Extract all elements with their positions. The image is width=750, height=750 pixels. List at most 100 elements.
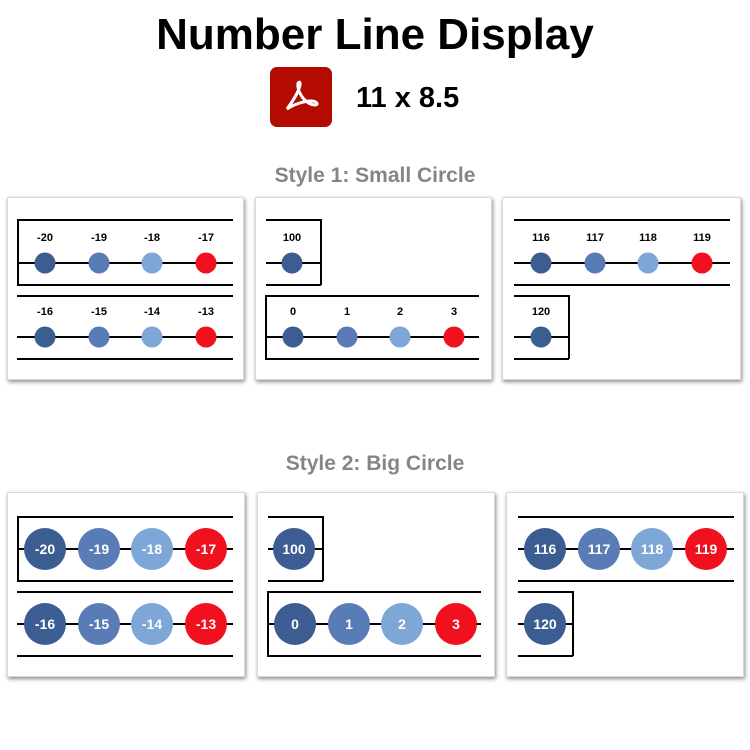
number-circle: [691, 252, 713, 274]
line: [267, 623, 481, 625]
number-circle: 119: [685, 528, 727, 570]
number-label: 116: [532, 232, 550, 244]
number-circle: -19: [78, 528, 120, 570]
line: [17, 655, 233, 657]
style-2-preview-3[interactable]: 116 117 118 119 120: [506, 492, 744, 677]
style-1-preview-3[interactable]: 116 117 118 119 120: [502, 197, 741, 380]
number-circle: [637, 252, 659, 274]
line: [265, 295, 479, 297]
line: [322, 516, 324, 581]
number-circle: 118: [631, 528, 673, 570]
line: [268, 580, 323, 582]
number-circle: [443, 326, 465, 348]
number-label: 100: [282, 232, 302, 244]
number-circle: 117: [578, 528, 620, 570]
number-circle: -16: [24, 603, 66, 645]
number-label: 119: [693, 232, 711, 244]
number-circle: -18: [131, 528, 173, 570]
pdf-icon: [270, 67, 332, 127]
number-circle: [88, 326, 110, 348]
number-circle: [336, 326, 358, 348]
number-circle: 2: [381, 603, 423, 645]
number-label: -14: [144, 306, 160, 318]
number-circle: [389, 326, 411, 348]
number-circle: -15: [78, 603, 120, 645]
line: [518, 580, 734, 582]
line: [267, 655, 481, 657]
number-circle: 1: [328, 603, 370, 645]
format-size: 11 x 8.5: [356, 82, 460, 114]
line: [518, 655, 573, 657]
number-circle: [281, 252, 303, 274]
line: [518, 516, 734, 518]
number-label: 2: [396, 306, 404, 318]
number-label: -18: [144, 232, 160, 244]
number-circle: 116: [524, 528, 566, 570]
number-circle: 3: [435, 603, 477, 645]
number-circle: [584, 252, 606, 274]
line: [17, 284, 233, 286]
line: [17, 295, 233, 297]
number-circle: [530, 326, 552, 348]
number-label: -15: [91, 306, 107, 318]
number-circle: -17: [185, 528, 227, 570]
number-circle: [195, 252, 217, 274]
number-label: -20: [37, 232, 53, 244]
page-title: Number Line Display: [156, 10, 594, 59]
line: [518, 591, 573, 593]
number-circle: [34, 326, 56, 348]
number-label: 1: [343, 306, 351, 318]
line: [265, 295, 267, 359]
number-circle: [88, 252, 110, 274]
number-circle: [141, 252, 163, 274]
line: [266, 219, 321, 221]
number-circle: -13: [185, 603, 227, 645]
number-label: 118: [639, 232, 657, 244]
number-circle: 0: [274, 603, 316, 645]
number-label: 0: [289, 306, 297, 318]
number-label: 3: [450, 306, 458, 318]
number-label: 117: [586, 232, 604, 244]
style-1-heading: Style 1: Small Circle: [274, 164, 476, 187]
style-1-preview-2[interactable]: 100 0 1 2 3: [255, 197, 492, 380]
style-2-preview-1[interactable]: -20-19-18-17-16-15-14-13: [7, 492, 245, 677]
line: [17, 516, 233, 518]
line: [268, 516, 323, 518]
line: [17, 580, 233, 582]
line: [267, 591, 481, 593]
style-1-preview-1[interactable]: -20 -19 -18 -17 -16 -15 -14 -13: [7, 197, 244, 380]
number-circle: [34, 252, 56, 274]
line: [17, 219, 19, 285]
style-2-heading: Style 2: Big Circle: [285, 452, 465, 475]
number-circle: [195, 326, 217, 348]
number-circle: [282, 326, 304, 348]
line: [568, 295, 570, 359]
number-label: -16: [37, 306, 53, 318]
line: [17, 548, 233, 550]
line: [514, 219, 730, 221]
line: [17, 591, 233, 593]
line: [514, 262, 730, 264]
number-circle: 120: [524, 603, 566, 645]
number-circle: [530, 252, 552, 274]
line: [266, 284, 321, 286]
number-label: -13: [198, 306, 214, 318]
line: [265, 358, 479, 360]
line: [17, 219, 233, 221]
line: [514, 284, 730, 286]
line: [17, 358, 233, 360]
line: [572, 591, 574, 656]
line: [514, 295, 569, 297]
number-circle: [141, 326, 163, 348]
line: [265, 336, 479, 338]
line: [320, 219, 322, 285]
line: [17, 336, 233, 338]
number-label: -19: [91, 232, 107, 244]
number-label: -17: [198, 232, 214, 244]
number-label: 120: [531, 306, 551, 318]
number-circle: -14: [131, 603, 173, 645]
number-circle: 100: [273, 528, 315, 570]
line: [518, 548, 734, 550]
line: [514, 358, 569, 360]
